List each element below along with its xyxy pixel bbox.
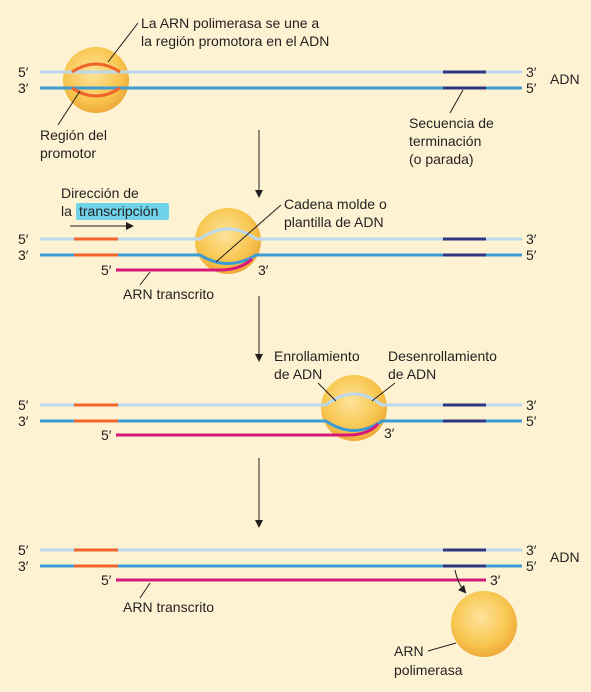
rewind-label-line1: Enrollamiento [274, 348, 360, 364]
top-left-end-4: 5′ [18, 542, 29, 558]
rna-3-end-2: 3′ [258, 262, 269, 278]
rna-transcript-2 [116, 257, 254, 272]
rna-5-end-4: 5′ [101, 572, 112, 588]
rna-polymerase-3 [321, 375, 387, 441]
promoter-leader-line [57, 90, 81, 126]
top-right-end-4: 3′ [526, 542, 537, 558]
dna-bottom-strand-3 [40, 419, 522, 432]
termination-label-line1: Secuencia de [409, 115, 494, 131]
rewind-leader-line [317, 382, 337, 402]
direction-label-line1: Dirección de [61, 185, 139, 201]
rewind-label-line2: de ADN [274, 366, 322, 382]
binding-caption-line2: la región promotora en el ADN [141, 33, 329, 49]
rna-leader-line-2 [139, 271, 151, 286]
template-leader-line [215, 204, 282, 263]
binding-caption-line1: La ARN polimerasa se une a [141, 15, 319, 31]
bottom-left-end-3: 3′ [18, 413, 29, 429]
unwind-leader-line [371, 382, 396, 402]
dna-bottom-strand-2 [40, 253, 522, 265]
transcription-highlight [76, 203, 169, 220]
promoter-label-line2: promotor [40, 145, 96, 161]
rna-5-end-2: 5′ [101, 262, 112, 278]
dna-label-1: ADN [550, 71, 580, 87]
unwind-label-line1: Desenrollamiento [388, 348, 497, 364]
termination-leader-line [449, 89, 464, 114]
rna-polymerase-2 [195, 208, 261, 274]
promoter-bottom-1 [71, 86, 121, 98]
direction-label-prefix: la [61, 203, 72, 219]
top-left-end-1: 5′ [18, 64, 29, 80]
polymerase-label-line2: polimerasa [394, 662, 463, 678]
panel-2-elongation: 5′ 3′ 3′ 5′ 5′ 3′ Dirección de la transc… [18, 185, 537, 302]
rna-5-end-3: 5′ [101, 427, 112, 443]
release-arrow [454, 569, 467, 594]
rna-label-4: ARN transcrito [123, 599, 214, 615]
rna-label-2: ARN transcrito [123, 286, 214, 302]
bottom-right-end-1: 5′ [526, 80, 537, 96]
template-label-line1: Cadena molde o [284, 196, 387, 212]
rna-polymerase-4 [451, 591, 517, 657]
bottom-right-end-3: 5′ [526, 413, 537, 429]
termination-label-line2: terminación [409, 133, 481, 149]
dna-top-strand-3 [40, 392, 522, 407]
promoter-top-1 [71, 62, 121, 74]
termination-label-line3: (o parada) [409, 151, 474, 167]
bottom-left-end-4: 3′ [18, 558, 29, 574]
dna-top-strand-2 [40, 227, 522, 241]
template-label-line2: plantilla de ADN [284, 214, 384, 230]
top-right-end-3: 3′ [526, 397, 537, 413]
dna-label-4: ADN [550, 549, 580, 565]
promoter-label-line1: Región del [40, 127, 107, 143]
binding-leader-line [107, 22, 139, 63]
polymerase-label-line1: ARN [394, 643, 424, 659]
panel-4-termination: 5′ 3′ 3′ 5′ ADN 5′ 3′ ARN transcrito ARN… [18, 542, 580, 678]
rna-polymerase-1 [63, 47, 129, 113]
rna-3-end-3: 3′ [384, 425, 395, 441]
bottom-left-end-1: 3′ [18, 80, 29, 96]
top-left-end-3: 5′ [18, 397, 29, 413]
bottom-right-end-4: 5′ [526, 558, 537, 574]
top-right-end-2: 3′ [526, 231, 537, 247]
unwind-label-line2: de ADN [388, 366, 436, 382]
polymerase-leader-line [427, 642, 457, 652]
rna-3-end-4: 3′ [490, 572, 501, 588]
direction-label-highlight: transcripción [79, 203, 158, 219]
bottom-left-end-2: 3′ [18, 247, 29, 263]
bottom-right-end-2: 5′ [526, 247, 537, 263]
panel-3-elongation: 5′ 3′ 3′ 5′ 5′ 3′ Enrollamiento de ADN D… [18, 348, 537, 443]
top-left-end-2: 5′ [18, 231, 29, 247]
rna-leader-line-4 [139, 582, 151, 599]
rna-transcript-3 [116, 422, 380, 437]
top-right-end-1: 3′ [526, 64, 537, 80]
panel-1-binding: 5′ 3′ 3′ 5′ ADN La ARN polimerasa se une… [18, 15, 580, 167]
